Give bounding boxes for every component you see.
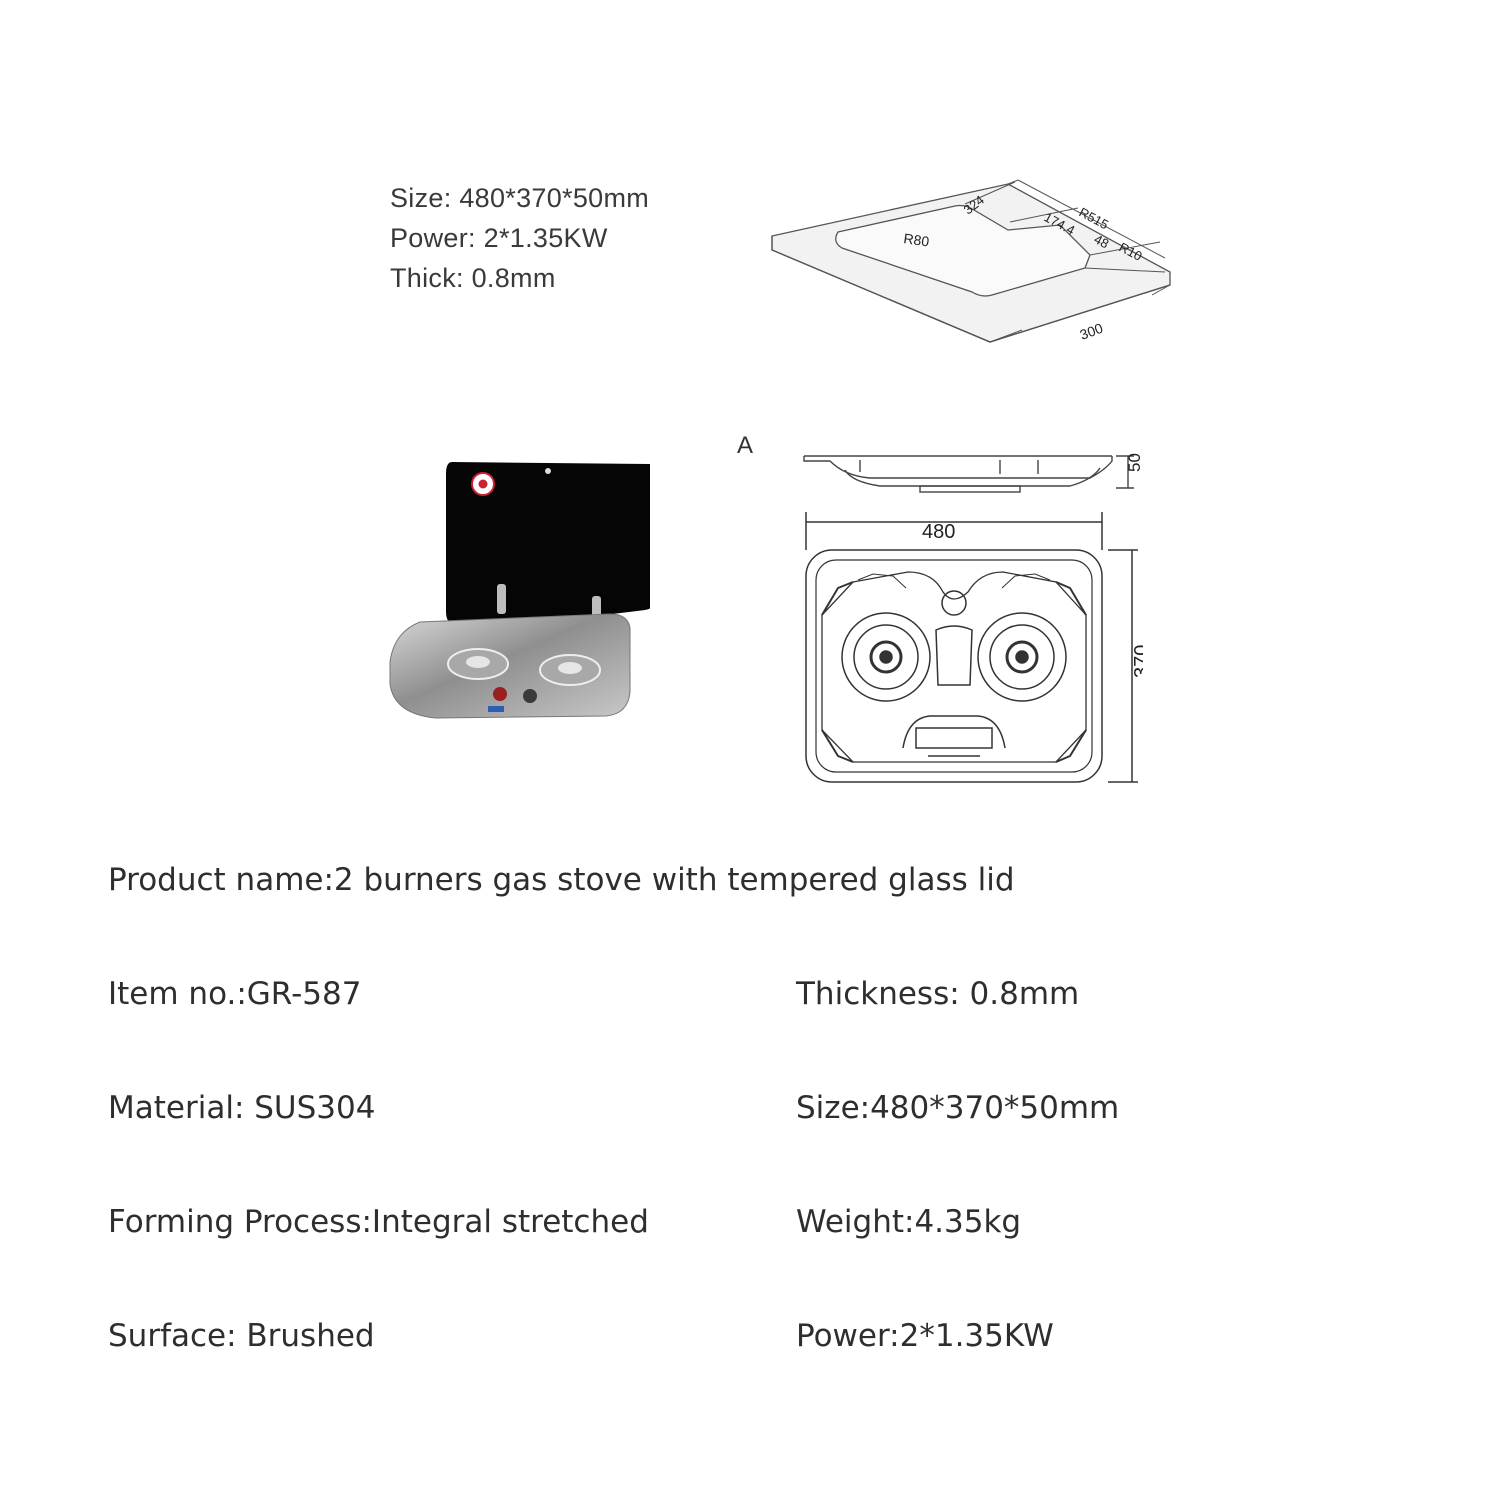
spec-weight: Weight:4.35kg bbox=[796, 1204, 1022, 1240]
spec-thickness: Thickness: 0.8mm bbox=[796, 976, 1080, 1012]
top-spec-block: Size: 480*370*50mm Power: 2*1.35KW Thick… bbox=[390, 178, 649, 298]
side-view-drawing: 50 bbox=[803, 453, 1140, 493]
spec-size: Size:480*370*50mm bbox=[796, 1090, 1120, 1126]
knob-icon bbox=[493, 687, 507, 701]
spec-power: Power:2*1.35KW bbox=[796, 1318, 1054, 1354]
view-label: A bbox=[737, 432, 754, 459]
dim-r80: R80 bbox=[903, 230, 931, 249]
dim-48: 48 bbox=[1092, 231, 1112, 251]
spec-material: Material: SUS304 bbox=[108, 1090, 376, 1126]
knob-icon bbox=[523, 689, 537, 703]
stove-body bbox=[389, 613, 631, 719]
spec-row: Item no.:GR-587 Thickness: 0.8mm bbox=[108, 976, 1408, 1026]
product-photo bbox=[389, 462, 650, 719]
spec-forming-process: Forming Process:Integral stretched bbox=[108, 1204, 649, 1240]
spec-row: Material: SUS304 Size:480*370*50mm bbox=[108, 1090, 1408, 1140]
dim-side-height: 50 bbox=[1125, 453, 1140, 472]
spec-row: Surface: Brushed Power:2*1.35KW bbox=[108, 1318, 1408, 1368]
cutout-drawing: R80 324 R515 174.4 48 R10 300 bbox=[771, 179, 1171, 343]
top-view-drawing: 480 370 bbox=[805, 512, 1143, 783]
top-spec-size: Size: 480*370*50mm bbox=[390, 183, 650, 213]
spec-row: Forming Process:Integral stretched Weigh… bbox=[108, 1204, 1408, 1254]
spec-surface: Surface: Brushed bbox=[108, 1318, 375, 1354]
spec-item-no: Item no.:GR-587 bbox=[108, 976, 362, 1012]
top-spec-power: Power: 2*1.35KW bbox=[390, 223, 608, 253]
dim-300: 300 bbox=[1078, 320, 1106, 343]
hinge-icon bbox=[497, 584, 506, 614]
dim-top-depth: 370 bbox=[1131, 645, 1143, 678]
glass-lid bbox=[446, 462, 650, 627]
dim-top-width: 480 bbox=[922, 521, 955, 543]
top-spec-thick: Thick: 0.8mm bbox=[390, 263, 556, 293]
product-name: Product name:2 burners gas stove with te… bbox=[108, 862, 1015, 898]
